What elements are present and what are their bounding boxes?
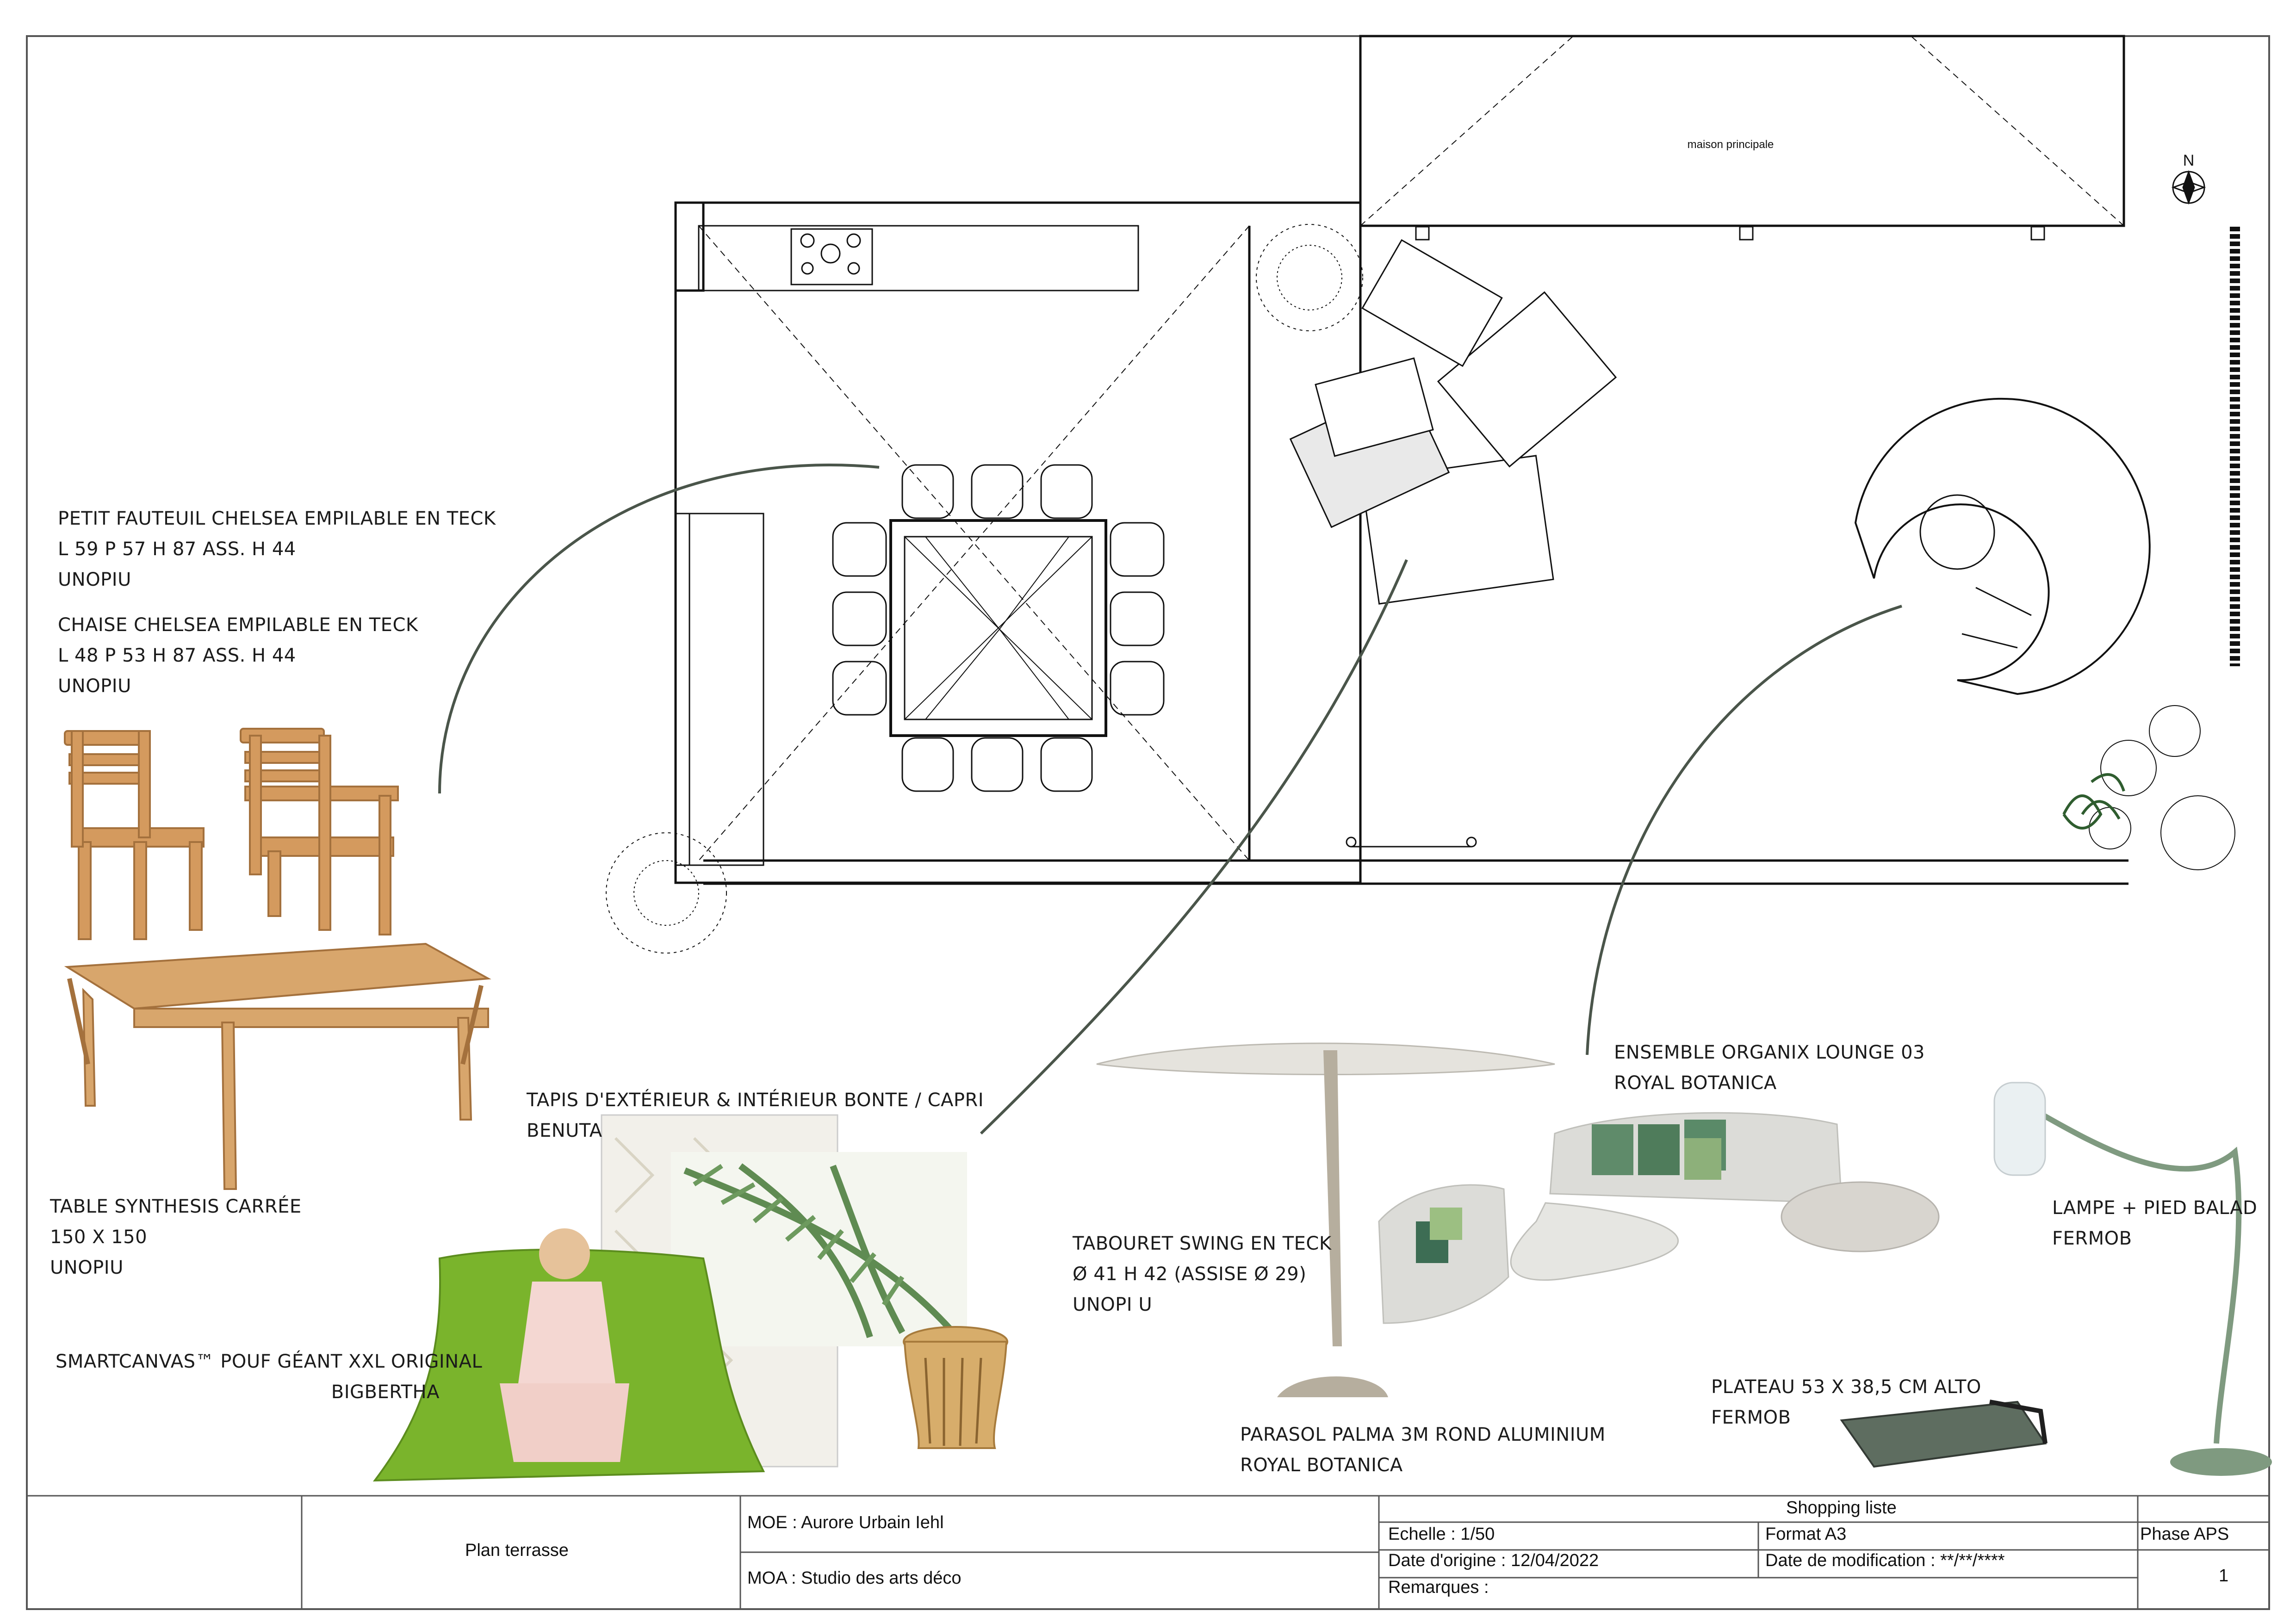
label-lounge-line: ENSEMBLE ORGANIX LOUNGE 03 <box>1614 1042 1925 1063</box>
house-label: maison principale <box>1688 138 1774 151</box>
modification-date-field: Date de modification : **/**/**** <box>1765 1551 2005 1570</box>
plan-title: Plan terrasse <box>465 1541 569 1560</box>
format-field: Format A3 <box>1765 1524 1847 1544</box>
rug-cushions-plan <box>1289 239 1617 605</box>
label-table-line: UNOPIU <box>50 1257 124 1278</box>
label-chaise-line: UNOPIU <box>58 675 131 697</box>
label-tabouret-line: Ø 41 H 42 (ASSISE Ø 29) <box>1073 1264 1307 1285</box>
synthesis-table-image <box>64 942 491 1190</box>
floor-plan: maison principale <box>606 35 2240 954</box>
north-label: N <box>2183 152 2195 169</box>
terrace-outline <box>703 226 2128 885</box>
label-fauteuil-line: PETIT FAUTEUIL CHELSEA EMPILABLE EN TECK <box>58 508 496 529</box>
dining-table-plan <box>832 464 1165 792</box>
label-chaise-line: CHAISE CHELSEA EMPILABLE EN TECK <box>58 614 418 636</box>
cooktop-icon <box>790 228 873 285</box>
remarks-field: Remarques : <box>1388 1578 1489 1597</box>
page-number: 1 <box>2219 1566 2229 1586</box>
leader-lines <box>438 464 1902 1135</box>
label-pouf-line: SMARTCANVAS™ POUF GÉANT XXL ORIGINAL <box>56 1351 483 1372</box>
title-block-frame <box>27 1495 2269 1609</box>
label-parasol-line: ROYAL BOTANICA <box>1240 1455 1403 1476</box>
label-plateau: PLATEAU 53 X 38,5 CM ALTO FERMOB <box>1711 1372 1981 1433</box>
shopping-list-title: Shopping liste <box>1786 1498 1897 1518</box>
swing-stool-image <box>903 1326 1008 1449</box>
scale-field: Echelle : 1/50 <box>1388 1524 1495 1544</box>
phase-field: Phase APS <box>2140 1524 2229 1544</box>
plant-icon <box>606 224 2235 954</box>
label-tapis: TAPIS D'EXTÉRIEUR & INTÉRIEUR BONTE / CA… <box>527 1085 984 1146</box>
label-chaise-line: L 48 P 53 H 87 ASS. H 44 <box>58 645 296 666</box>
label-pouf-line: BIGBERTHA <box>331 1381 440 1403</box>
kitchen-area <box>674 201 1362 884</box>
label-tabouret-line: UNOPI U <box>1073 1294 1153 1315</box>
label-table-line: 150 X 150 <box>50 1227 148 1248</box>
plant-leaves-icon <box>2062 773 2125 830</box>
north-arrow-icon: N <box>2171 152 2206 205</box>
label-fauteuil-line: L 59 P 57 H 87 ASS. H 44 <box>58 539 296 560</box>
label-lounge-line: ROYAL BOTANICA <box>1614 1072 1777 1094</box>
label-lampe-line: FERMOB <box>2052 1228 2132 1249</box>
chelsea-armchair-image <box>240 728 399 935</box>
sheet-border <box>26 35 2270 1610</box>
label-fauteuil-line: UNOPIU <box>58 569 131 590</box>
origin-date-field: Date d'origine : 12/04/2022 <box>1388 1551 1599 1570</box>
label-tabouret: TABOURET SWING EN TECK Ø 41 H 42 (ASSISE… <box>1073 1228 1332 1320</box>
moe-field: MOE : Aurore Urbain Iehl <box>747 1513 944 1532</box>
label-pouf: SMARTCANVAS™ POUF GÉANT XXL ORIGINAL BIG… <box>56 1346 483 1407</box>
label-lampe: LAMPE + PIED BALAD FERMOB <box>2052 1193 2257 1254</box>
label-plateau-line: PLATEAU 53 X 38,5 CM ALTO <box>1711 1376 1981 1398</box>
chelsea-chair-image <box>64 730 205 940</box>
balad-lamp-image <box>1993 1082 2272 1476</box>
bigbertha-pouf-image <box>372 1228 765 1482</box>
organix-lounge-image <box>1378 1112 1940 1324</box>
label-table-line: TABLE SYNTHESIS CARRÉE <box>50 1196 302 1217</box>
label-lampe-line: LAMPE + PIED BALAD <box>2052 1197 2258 1219</box>
label-lounge: ENSEMBLE ORGANIX LOUNGE 03 ROYAL BOTANIC… <box>1614 1037 1925 1098</box>
moa-field: MOA : Studio des arts déco <box>747 1568 962 1588</box>
label-parasol: PARASOL PALMA 3M ROND ALUMINIUM ROYAL BO… <box>1240 1419 1606 1481</box>
label-tabouret-line: TABOURET SWING EN TECK <box>1073 1233 1332 1254</box>
alto-tray-image <box>1840 1400 2048 1468</box>
label-fauteuil: PETIT FAUTEUIL CHELSEA EMPILABLE EN TECK… <box>58 503 496 595</box>
label-parasol-line: PARASOL PALMA 3M ROND ALUMINIUM <box>1240 1424 1606 1445</box>
house-posts <box>1415 226 2045 241</box>
palma-parasol-image <box>1096 1042 1555 1397</box>
label-tapis-line: TAPIS D'EXTÉRIEUR & INTÉRIEUR BONTE / CA… <box>527 1090 984 1111</box>
label-plateau-line: FERMOB <box>1711 1407 1791 1428</box>
label-table: TABLE SYNTHESIS CARRÉE 150 X 150 UNOPIU <box>50 1191 302 1283</box>
lounge-plan <box>1854 397 2151 695</box>
label-tapis-line: BENUTA <box>527 1120 602 1141</box>
main-house: maison principale <box>1359 35 2125 227</box>
label-chaise: CHAISE CHELSEA EMPILABLE EN TECK L 48 P … <box>58 610 418 701</box>
